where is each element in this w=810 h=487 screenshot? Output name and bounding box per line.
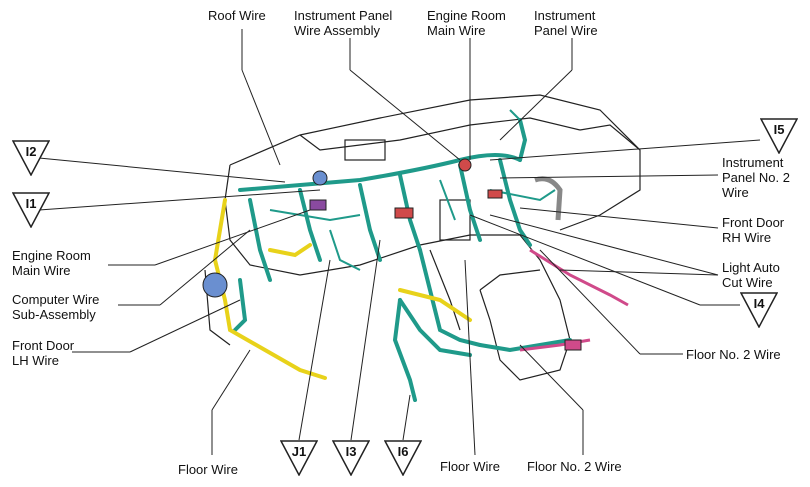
- connectors: [202, 158, 582, 351]
- label-floor-wire-center: Floor Wire: [440, 459, 500, 474]
- label-instrument-panel-wire-assembly: Instrument Panel Wire Assembly: [294, 8, 393, 38]
- label-floor-no2-wire-right: Floor No. 2 Wire: [686, 347, 781, 362]
- label-floor-no2-wire-bottom: Floor No. 2 Wire: [527, 459, 622, 474]
- label-engine-room-main-wire-top: Engine Room Main Wire: [427, 8, 506, 38]
- main-harness: [233, 118, 572, 402]
- marker-i1: I1: [12, 192, 50, 228]
- label-instrument-panel-wire: Instrument Panel Wire: [534, 8, 598, 38]
- harness-branches: [269, 109, 556, 271]
- label-computer-wire-sub-assembly: Computer Wire Sub-Assembly: [12, 292, 100, 322]
- label-front-door-rh-wire: Front Door RH Wire: [722, 215, 785, 245]
- marker-i3: I3: [332, 440, 370, 476]
- label-roof-wire: Roof Wire: [208, 8, 266, 23]
- label-floor-wire-left: Floor Wire: [178, 462, 238, 477]
- leader-lines: [38, 29, 761, 456]
- marker-i4: I4: [740, 292, 778, 328]
- pink-wire: [519, 248, 629, 352]
- label-engine-room-main-wire-left: Engine Room Main Wire: [12, 248, 91, 278]
- marker-j1: J1: [280, 440, 318, 476]
- label-instrument-panel-no2-wire: Instrument Panel No. 2 Wire: [722, 155, 790, 200]
- yellow-wire: [212, 198, 472, 380]
- marker-i5: I5: [760, 118, 798, 154]
- marker-i2: I2: [12, 140, 50, 176]
- marker-i6: I6: [384, 440, 422, 476]
- label-light-auto-cut-wire: Light Auto Cut Wire: [722, 260, 780, 290]
- label-front-door-lh-wire: Front Door LH Wire: [12, 338, 75, 368]
